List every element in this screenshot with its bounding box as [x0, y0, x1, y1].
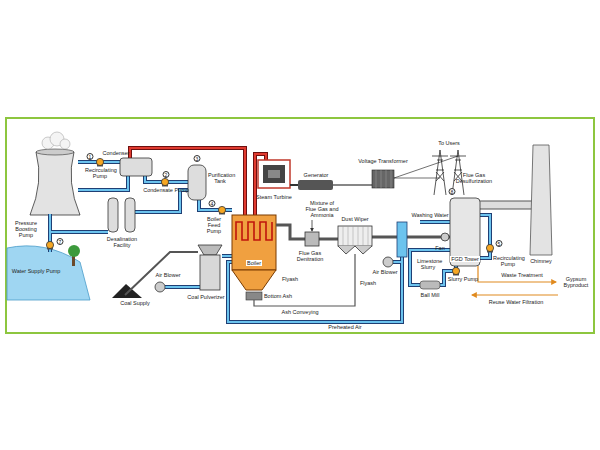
part-label: Flyash — [360, 280, 376, 286]
part-label: Fan — [435, 245, 444, 251]
part-label: Voltage Transformer — [358, 158, 408, 164]
part-label: Bottom Ash — [264, 293, 292, 299]
part-label: Recirculating Pump — [85, 167, 115, 179]
part-label: Reuse Water Filtration — [489, 299, 544, 305]
part-label: Washing Water — [411, 212, 448, 218]
equipment-name: Boiler — [246, 260, 262, 266]
part-label: Flue Gas Desulfurization — [453, 172, 495, 184]
part-label: Ball Mill — [421, 292, 440, 298]
part-label: Air Blower — [372, 269, 397, 275]
part-label: Steam Turbine — [256, 194, 292, 200]
part-label: Gypsum Byproduct — [563, 276, 589, 288]
part-label: Slurry Pump — [448, 276, 478, 282]
part-label: To Users — [438, 140, 460, 146]
part-label: Flyash — [282, 276, 298, 282]
part-label: Recirculating Pump — [493, 255, 523, 267]
part-label: Limestone Slurry — [417, 258, 439, 270]
part-label: Boiler Feed Pump — [202, 216, 226, 234]
callout-number: 2 — [163, 171, 170, 178]
part-label: Dust Wiper — [341, 216, 368, 222]
equipment-box: Boiler — [232, 215, 276, 270]
equipment-name: FGD Tower — [450, 256, 480, 262]
part-label: Waste Treatment — [501, 272, 543, 278]
part-label: Chimney — [530, 258, 552, 264]
callout-number: 8 — [449, 188, 456, 195]
part-label: Air Blower — [155, 272, 180, 278]
part-label: Preheated Air — [328, 324, 361, 330]
part-label: Pressure Boosting Pump — [11, 220, 41, 238]
equipment-box: FGD Tower — [448, 198, 482, 266]
callout-number: 3 — [194, 155, 201, 162]
part-label: Condensate Pump — [143, 187, 189, 193]
part-label: Mixture of Flue Gas and Ammonia — [305, 200, 339, 218]
part-label: Flue Gas Denitration — [295, 250, 325, 262]
callout-number: 4 — [209, 200, 216, 207]
part-label: Water Supply Pump — [12, 268, 61, 274]
callout-number: 1 — [87, 153, 94, 160]
callout-number: 5 — [496, 240, 503, 247]
part-label: Ash Conveying — [282, 309, 319, 315]
part-label: Purification Tank — [208, 172, 232, 184]
callout-number: 7 — [57, 238, 64, 245]
part-label: Generator — [304, 172, 329, 178]
part-label: Coal Supply — [120, 300, 150, 306]
part-label: Desalination Facility — [102, 236, 142, 248]
part-label: Condenser — [103, 150, 130, 156]
part-label: Coal Pulverizer — [187, 294, 224, 300]
